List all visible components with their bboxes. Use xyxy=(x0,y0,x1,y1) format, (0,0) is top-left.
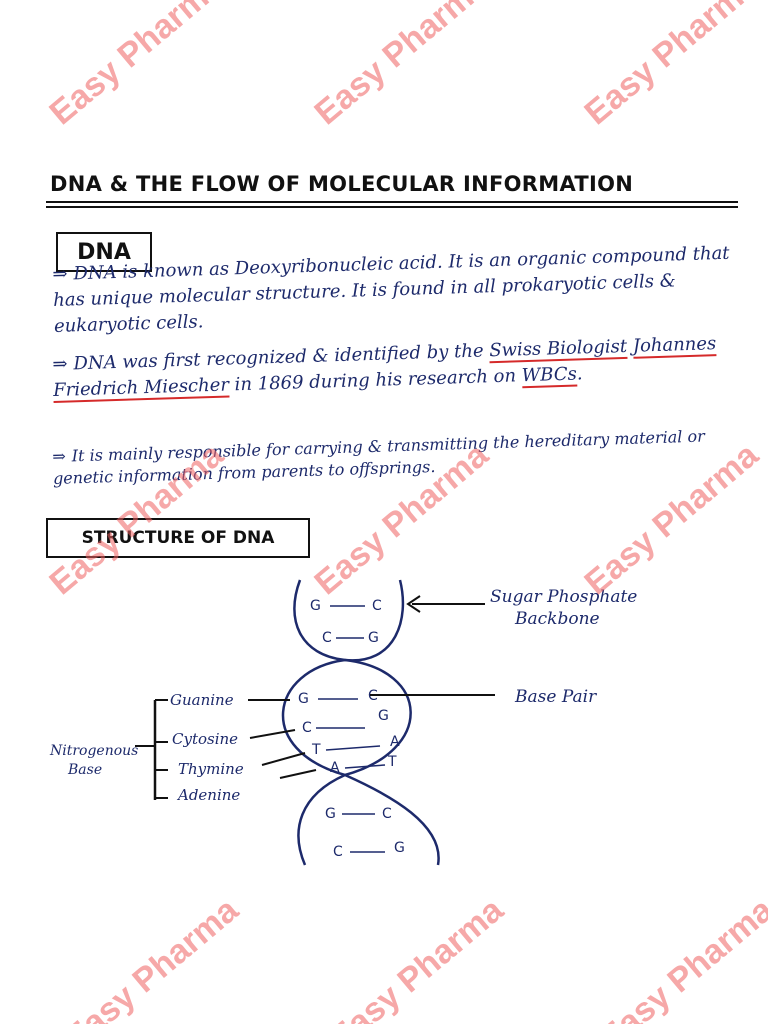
watermark: Easy Pharma xyxy=(592,890,768,1024)
arrow-bullet-icon: ⇒ xyxy=(52,353,68,375)
dna-heading: DNA xyxy=(56,232,152,272)
paragraph-text: It is mainly responsible for carrying & … xyxy=(52,426,706,488)
watermark: Easy Pharma xyxy=(57,890,246,1024)
paragraph-function: ⇒It is mainly responsible for carrying &… xyxy=(52,424,743,490)
base-letter: C xyxy=(302,720,312,736)
base-pair-label: Base Pair xyxy=(514,687,597,707)
base-letter: G xyxy=(298,691,309,707)
sugar-backbone-label: Backbone xyxy=(514,609,600,629)
base-letter: C xyxy=(322,630,332,646)
structure-heading: STRUCTURE OF DNA xyxy=(46,518,310,558)
paragraph-definition: ⇒DNA is known as Deoxyribonucleic acid. … xyxy=(52,240,744,340)
base-letter: T xyxy=(311,742,321,758)
title-underline xyxy=(46,201,738,203)
watermark: Easy Pharma xyxy=(577,0,766,133)
dna-helix-diagram: G C C G G C C G T A A T G C C G Sugar Ph… xyxy=(49,579,637,866)
arrow-bullet-icon: ⇒ xyxy=(52,263,68,285)
base-letter: A xyxy=(330,760,340,776)
base-letter: G xyxy=(368,630,379,646)
base-letter: G xyxy=(310,598,321,614)
watermark: Easy Pharma xyxy=(42,0,231,133)
base-name-thymine: Thymine xyxy=(178,760,244,778)
arrow-bullet-icon: ⇒ xyxy=(52,446,67,466)
page-title: DNA & THE FLOW OF MOLECULAR INFORMATION xyxy=(50,172,634,196)
title-underline xyxy=(46,206,738,208)
nitrogenous-base-label: Nitrogenous xyxy=(49,743,138,759)
paragraph-text: DNA is known as Deoxyribonucleic acid. I… xyxy=(52,242,730,337)
paragraph-text: . xyxy=(576,363,583,385)
base-name-adenine: Adenine xyxy=(176,786,240,804)
base-letter: G xyxy=(394,840,405,856)
nitrogenous-base-label: Base xyxy=(67,762,102,778)
sugar-backbone-label: Sugar Phosphate xyxy=(490,587,637,607)
pointer-line xyxy=(279,769,317,779)
highlight-wbcs: WBCs xyxy=(521,363,578,389)
base-letter: T xyxy=(387,754,397,770)
paragraph-text: in 1869 during his research on xyxy=(228,365,523,396)
pointer-line xyxy=(261,752,306,766)
helix-strand xyxy=(293,579,405,662)
highlight-swiss-biologist: Swiss Biologist xyxy=(488,335,628,364)
base-name-cytosine: Cytosine xyxy=(172,730,238,748)
watermark: Easy Pharma xyxy=(322,890,511,1024)
base-letter: G xyxy=(325,806,336,822)
bond-line xyxy=(325,745,381,751)
watermark: Easy Pharma xyxy=(307,0,496,133)
base-name-guanine: Guanine xyxy=(170,691,234,709)
helix-strand xyxy=(297,773,440,866)
arrow-head-icon xyxy=(406,595,421,613)
pointer-line xyxy=(249,729,296,739)
bond-line xyxy=(344,764,386,769)
base-letter: C xyxy=(372,598,382,614)
base-letter: C xyxy=(382,806,392,822)
base-letter: A xyxy=(390,734,400,750)
paragraph-discovery: ⇒DNA was first recognized & identified b… xyxy=(52,330,743,404)
base-letter: G xyxy=(378,708,389,724)
base-letter: C xyxy=(333,844,343,860)
